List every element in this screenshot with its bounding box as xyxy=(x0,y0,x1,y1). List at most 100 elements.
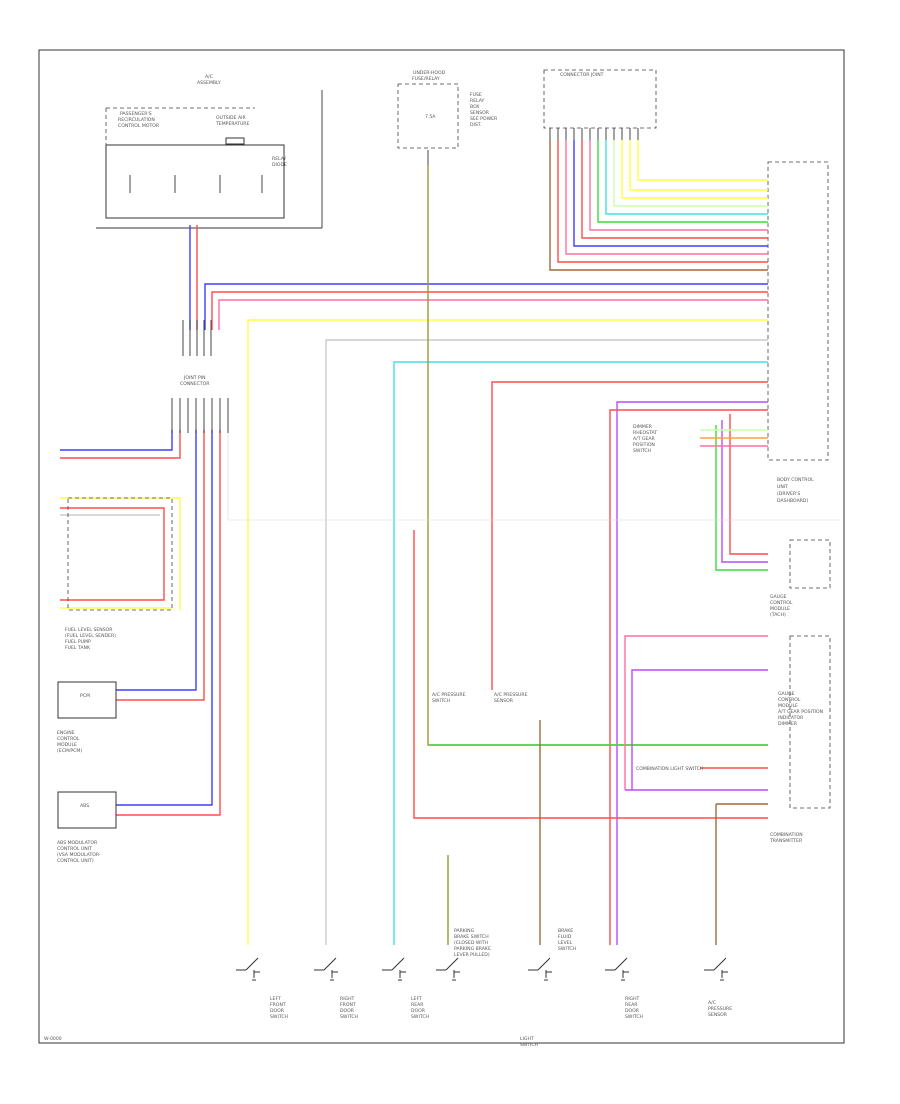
svg-text:A/T GEAR: A/T GEAR xyxy=(633,436,656,442)
svg-text:TEMPERATURE: TEMPERATURE xyxy=(215,121,249,127)
switch-symbol xyxy=(704,957,728,981)
bottom-labels: LEFT FRONT DOOR SWITCH RIGHT FRONT DOOR … xyxy=(44,928,732,1048)
switch-4 xyxy=(528,957,552,981)
fan-wire xyxy=(613,140,768,207)
fan-wire xyxy=(581,140,768,239)
svg-text:SENSOR: SENSOR xyxy=(494,698,514,704)
switch-symbol xyxy=(528,957,552,981)
switch-6 xyxy=(704,957,728,981)
switch-symbol xyxy=(605,957,629,981)
svg-text:UNIT: UNIT xyxy=(777,484,788,490)
bottom-switches xyxy=(236,957,728,981)
svg-text:FRONT: FRONT xyxy=(270,1002,286,1008)
switch-5 xyxy=(605,957,629,981)
svg-text:GAUGE: GAUGE xyxy=(770,594,787,600)
wire-light-gray xyxy=(227,430,840,521)
svg-text:A/T GEAR POSITION: A/T GEAR POSITION xyxy=(778,709,823,715)
svg-text:A/C: A/C xyxy=(205,74,213,80)
svg-text:FUSE: FUSE xyxy=(470,92,482,98)
svg-text:FUEL PUMP: FUEL PUMP xyxy=(65,639,91,645)
switch-0 xyxy=(236,957,260,981)
svg-text:BRAKE SWITCH: BRAKE SWITCH xyxy=(454,934,489,940)
wire-abs-red xyxy=(116,430,221,816)
switch-1 xyxy=(314,957,338,981)
svg-text:(TACH): (TACH) xyxy=(770,612,786,618)
svg-text:SWITCH: SWITCH xyxy=(558,946,576,952)
svg-text:DASHBOARD): DASHBOARD) xyxy=(777,498,808,504)
svg-text:CONTROL: CONTROL xyxy=(770,600,793,606)
fan-wire xyxy=(629,140,768,191)
svg-text:DOOR: DOOR xyxy=(340,1008,355,1014)
fan-wire xyxy=(597,140,768,223)
svg-text:ASSEMBLY: ASSEMBLY xyxy=(197,80,221,86)
switch-symbol xyxy=(314,957,338,981)
svg-text:7.5A: 7.5A xyxy=(425,114,436,120)
switch-2 xyxy=(382,957,406,981)
bus-wires xyxy=(60,165,840,945)
wire-violet2 xyxy=(721,420,768,563)
svg-text:REAR: REAR xyxy=(625,1002,638,1008)
svg-text:RIGHT: RIGHT xyxy=(625,996,640,1002)
svg-text:POSITION: POSITION xyxy=(633,442,655,448)
svg-text:DIODE: DIODE xyxy=(272,162,287,168)
svg-text:SENSOR: SENSOR xyxy=(708,1012,728,1018)
svg-text:GAUGE: GAUGE xyxy=(778,691,795,697)
svg-text:SWITCH: SWITCH xyxy=(625,1014,643,1020)
wire-yellow-door xyxy=(247,319,768,945)
svg-text:CONTROL UNIT: CONTROL UNIT xyxy=(57,846,92,852)
svg-text:SWITCH: SWITCH xyxy=(411,1014,429,1020)
svg-text:CONTROL UNIT): CONTROL UNIT) xyxy=(57,858,94,864)
switch-symbol xyxy=(382,957,406,981)
svg-text:CONNECTOR: CONNECTOR xyxy=(180,381,210,387)
fan-wire xyxy=(557,140,768,263)
svg-text:LEVEL: LEVEL xyxy=(558,940,573,946)
switch-3 xyxy=(436,957,460,981)
wire-bus-pink xyxy=(218,299,768,330)
svg-text:RELAY: RELAY xyxy=(272,156,287,162)
wire-violet xyxy=(616,401,768,945)
svg-text:DOOR: DOOR xyxy=(270,1008,285,1014)
wire-fuel-red xyxy=(60,507,165,601)
junction-connector: JOINT PIN CONNECTOR xyxy=(171,320,229,433)
svg-text:PRESSURE: PRESSURE xyxy=(708,1006,732,1012)
wire-red-rr xyxy=(609,409,768,945)
svg-text:(ECM/PCM): (ECM/PCM) xyxy=(57,748,82,754)
svg-text:PCM: PCM xyxy=(80,693,90,699)
svg-text:RECIRCULATION: RECIRCULATION xyxy=(118,117,155,123)
connector-fan-wires xyxy=(549,140,768,271)
wire-brown-ac xyxy=(715,803,768,945)
fan-wire xyxy=(605,140,768,215)
svg-text:MODULE: MODULE xyxy=(778,703,798,709)
wire-abs-blue xyxy=(116,430,213,806)
svg-text:SEE POWER: SEE POWER xyxy=(470,116,498,122)
wire-red-long xyxy=(413,530,768,819)
svg-text:FUEL LEVEL SENSOR: FUEL LEVEL SENSOR xyxy=(65,627,113,633)
svg-text:UNDER-HOOD: UNDER-HOOD xyxy=(413,70,446,76)
svg-text:A/C PRESSURE: A/C PRESSURE xyxy=(432,692,466,698)
bottom-left-mark: W-0000 xyxy=(44,1036,62,1042)
svg-text:MODULE: MODULE xyxy=(57,742,77,748)
svg-text:PARKING BRAKE: PARKING BRAKE xyxy=(454,946,491,952)
fan-wire xyxy=(621,140,768,199)
svg-text:TRANSMITTER: TRANSMITTER xyxy=(769,838,803,844)
wire-violet-lower xyxy=(631,669,768,790)
connector-joint: CONNECTOR JOINT xyxy=(543,69,657,168)
svg-text:OUTSIDE AIR: OUTSIDE AIR xyxy=(216,115,246,121)
svg-text:RHEOSTAT: RHEOSTAT xyxy=(633,430,657,436)
fan-wire xyxy=(589,140,768,231)
right-labels: DIMMER RHEOSTAT A/T GEAR POSITION SWITCH… xyxy=(432,424,831,844)
svg-text:SWITCH: SWITCH xyxy=(340,1014,358,1020)
svg-text:DIMMER: DIMMER xyxy=(778,721,798,727)
fan-wire xyxy=(573,140,768,247)
switch-symbol xyxy=(236,957,260,981)
svg-text:(DRIVER'S: (DRIVER'S xyxy=(777,491,800,497)
svg-text:PASSENGER'S: PASSENGER'S xyxy=(120,111,152,117)
svg-text:COMBINATION: COMBINATION xyxy=(770,832,803,838)
switch-symbol xyxy=(436,957,460,981)
svg-text:CONTROL MOTOR: CONTROL MOTOR xyxy=(118,123,160,129)
svg-text:BODY CONTROL: BODY CONTROL xyxy=(777,477,814,483)
svg-text:LEFT: LEFT xyxy=(411,996,422,1002)
svg-text:LIGHT: LIGHT xyxy=(520,1036,534,1042)
svg-text:A/C PRESSURE: A/C PRESSURE xyxy=(494,692,528,698)
